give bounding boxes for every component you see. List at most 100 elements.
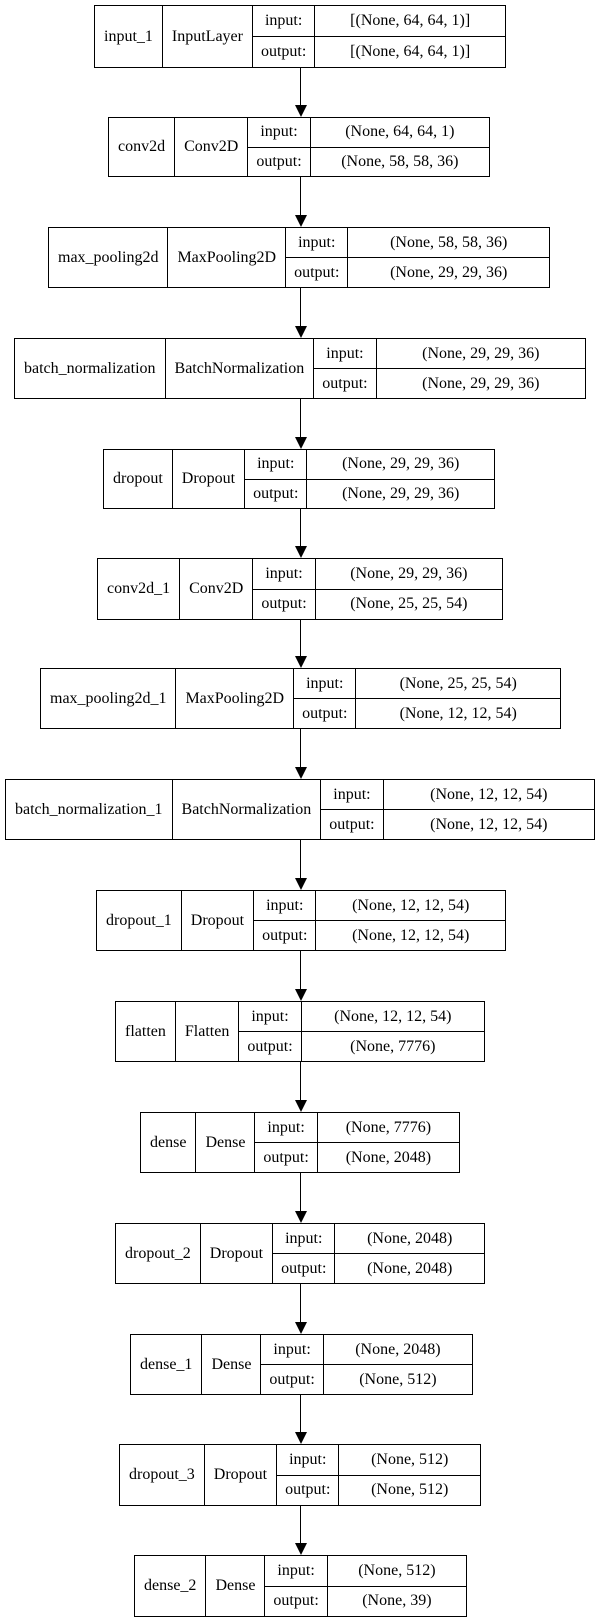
output-shape: [(None, 64, 64, 1)] — [350, 43, 471, 60]
connector-line — [300, 1395, 302, 1432]
layer-io: input:(None, 29, 29, 36)output:(None, 29… — [245, 450, 494, 508]
output-label: output: — [314, 369, 377, 398]
arrow-down-icon — [294, 546, 307, 558]
input-shape: (None, 2048) — [355, 1340, 441, 1358]
output-row: output:(None, 12, 12, 54) — [321, 809, 594, 839]
arrow-down-icon — [294, 1432, 307, 1444]
input-label: input: — [248, 118, 311, 147]
input-shape: (None, 58, 58, 36) — [390, 233, 508, 251]
output-label: output: — [294, 699, 357, 728]
output-shape: (None, 512) — [359, 1370, 437, 1388]
layer-type: MaxPooling2D — [168, 228, 287, 287]
output-row: output:(None, 29, 29, 36) — [245, 478, 494, 508]
output-shape: (None, 512) — [371, 1481, 449, 1499]
layer-type: Dropout — [182, 891, 255, 950]
connector-line — [300, 177, 302, 215]
output-label: output: — [253, 37, 316, 67]
output-label: output: — [239, 1032, 302, 1061]
output-label: output: — [277, 1475, 340, 1505]
output-shape: (None, 7776) — [350, 1037, 436, 1055]
connector-line — [300, 509, 302, 546]
layer-type: Conv2D — [175, 118, 249, 176]
input-label: input: — [261, 1335, 324, 1364]
output-row: output:(None, 29, 29, 36) — [286, 257, 549, 287]
output-row: output:(None, 12, 12, 54) — [254, 920, 505, 950]
input-shape: (None, 12, 12, 54) — [352, 896, 470, 914]
input-row: input:(None, 2048) — [273, 1224, 484, 1253]
layer-type: InputLayer — [163, 6, 253, 67]
input-label: input: — [314, 339, 377, 368]
output-label: output: — [255, 1143, 318, 1172]
input-label: input: — [239, 1002, 302, 1031]
layer-type: BatchNormalization — [166, 339, 315, 398]
input-label: input: — [253, 559, 316, 589]
input-row: input: (None, 2048) — [261, 1335, 472, 1364]
layer-type: Dropout — [201, 1224, 274, 1283]
layer-name: input_1 — [95, 6, 163, 67]
layer-type: Dense — [202, 1335, 262, 1394]
output-shape: (None, 29, 29, 36) — [422, 374, 540, 392]
input-shape: (None, 25, 25, 54) — [399, 674, 517, 692]
output-shape: (None, 2048) — [367, 1259, 453, 1277]
connector-line — [300, 620, 302, 656]
input-shape: (None, 7776) — [345, 1118, 432, 1136]
output-label: output: — [321, 810, 384, 839]
input-shape: (None, 64, 64, 1) — [345, 123, 455, 141]
output-row: output: (None, 512) — [277, 1474, 480, 1505]
output-shape: (None, 39) — [362, 1592, 432, 1610]
layer-name: max_pooling2d_1 — [41, 669, 177, 728]
layer-name: dropout_3 — [120, 1445, 205, 1505]
layer-io: input:(None, 2048)output:(None, 2048) — [273, 1224, 484, 1283]
layer-io: input:(None, 64, 64, 1)output:(None, 58,… — [248, 118, 489, 176]
input-row: input:(None, 29, 29, 36) — [245, 450, 494, 479]
layer-name: dropout_2 — [116, 1224, 201, 1283]
arrow-down-icon — [294, 1543, 307, 1555]
layer-name: conv2d_1 — [98, 559, 181, 619]
input-row: input: (None, 12, 12, 54) — [321, 780, 594, 809]
layer-io: input:(None, 512)output:(None, 39) — [265, 1556, 466, 1616]
layer-type: Dropout — [205, 1445, 278, 1505]
output-label: output: — [286, 258, 349, 287]
input-label: input: — [273, 1224, 336, 1253]
input-shape: (None, 12, 12, 54) — [430, 785, 548, 803]
connector-line — [300, 288, 302, 326]
arrow-down-icon — [294, 105, 307, 117]
input-row: input:[(None, 64, 64, 1)] — [253, 6, 505, 36]
output-label: output: — [245, 479, 308, 508]
layer-type: MaxPooling2D — [176, 669, 295, 728]
layer-name: dropout — [104, 450, 173, 508]
input-label: input: — [253, 6, 316, 36]
output-row: output:(None, 25, 25, 54) — [253, 588, 502, 619]
layer-io: input:(None, 2048)output:(None, 512) — [261, 1335, 472, 1394]
layer-io: input:(None, 7776)output:(None, 2048) — [255, 1113, 459, 1172]
input-shape: (None, 29, 29, 36) — [342, 455, 460, 473]
arrow-down-icon — [294, 437, 307, 449]
layer-type: Dropout — [173, 450, 246, 508]
input-label: input: — [321, 780, 384, 809]
input-shape: (None, 12, 12, 54) — [334, 1007, 452, 1025]
layer-name: batch_normalization — [15, 339, 166, 398]
input-row: input:(None, 512) — [277, 1445, 480, 1475]
layer-io: input:(None, 58, 58, 36)output:(None, 29… — [286, 228, 549, 287]
output-row: output: (None, 29, 29, 36) — [314, 368, 585, 398]
layer-type: Dense — [206, 1556, 266, 1616]
input-row: input:(None, 25, 25, 54) — [294, 669, 560, 698]
arrow-down-icon — [294, 1211, 307, 1223]
input-row: input:(None, 12, 12, 54) — [254, 891, 505, 920]
connector-line — [300, 729, 302, 767]
output-label: output: — [248, 147, 311, 176]
input-row: input:(None, 29, 29, 36) — [253, 559, 502, 589]
layer-name: dropout_1 — [97, 891, 182, 950]
